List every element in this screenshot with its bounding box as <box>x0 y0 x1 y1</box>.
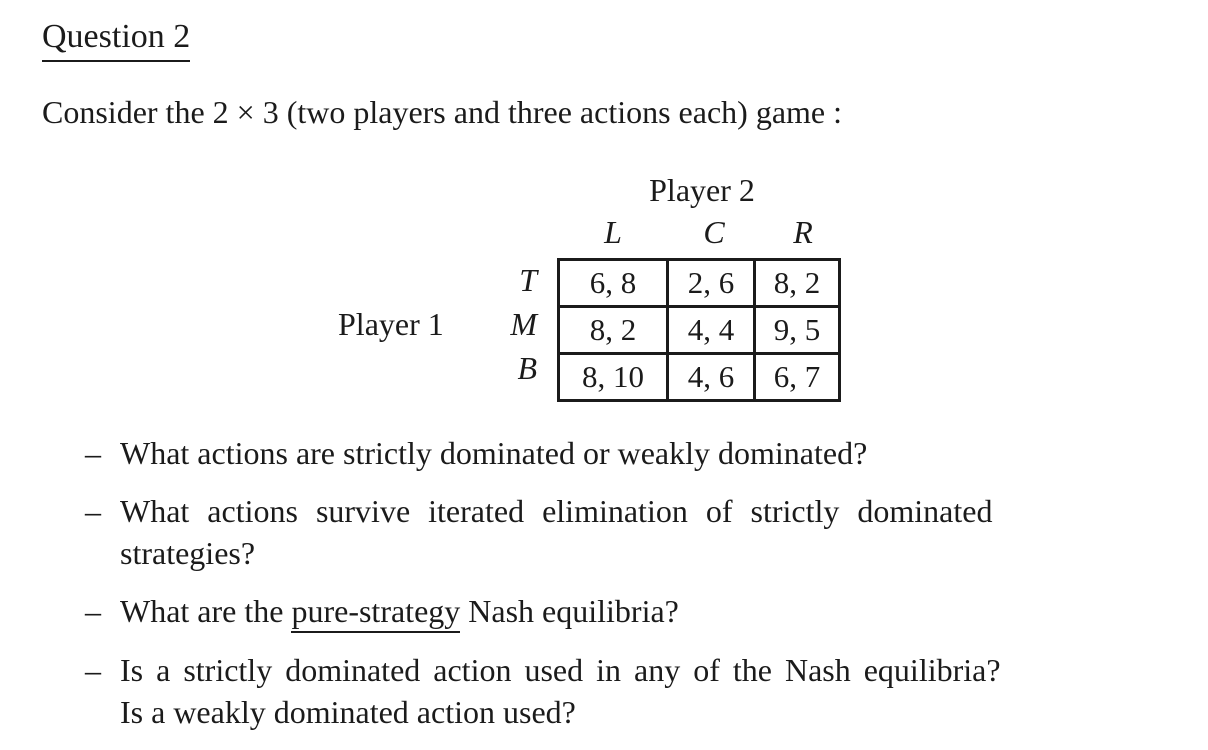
row-header-T: T <box>519 262 537 298</box>
payoff-cell-T-C: 2, 6 <box>666 258 756 308</box>
list-item-text: Is a strictly dominated action used in a… <box>120 649 1160 733</box>
payoff-cell-B-R: 6, 7 <box>753 352 841 402</box>
payoff-cell-M-L: 8, 2 <box>557 305 669 355</box>
page-title: Question 2 <box>42 18 191 62</box>
question-list: – What actions are strictly dominated or… <box>85 432 1160 749</box>
payoff-cell-B-L: 8, 10 <box>557 352 669 402</box>
column-headers: L C R <box>557 214 847 251</box>
list-item-text: What are the pure-strategy Nash equilibr… <box>120 590 1160 633</box>
dash-bullet-icon: – <box>85 493 101 529</box>
player1-label: Player 1 <box>338 306 444 342</box>
list-item-line: Is a strictly dominated action used in a… <box>120 652 1001 688</box>
question-title-text: Question 2 <box>42 18 191 62</box>
list-item-prefix: What are the <box>120 593 292 629</box>
row-header-M: M <box>510 306 537 342</box>
dash-bullet-icon: – <box>85 593 101 629</box>
row-header-B: B <box>517 350 537 386</box>
list-item-iterated-elimination: – What actions survive iterated eliminat… <box>85 490 1160 574</box>
payoff-cell-M-C: 4, 4 <box>666 305 756 355</box>
list-item-line: What actions survive iterated eliminatio… <box>120 493 993 529</box>
payoff-cell-T-L: 6, 8 <box>557 258 669 308</box>
payoff-cell-T-R: 8, 2 <box>753 258 841 308</box>
column-header-R: R <box>793 214 813 250</box>
column-header-C: C <box>703 214 725 250</box>
list-item-line: What actions are strictly dominated or w… <box>120 435 868 471</box>
dash-bullet-icon: – <box>85 652 101 688</box>
row-headers: T M B <box>445 258 537 390</box>
list-item-line: Is a weakly dominated action used? <box>120 694 576 730</box>
payoff-row-T: 6, 8 2, 6 8, 2 <box>557 258 841 308</box>
player2-label: Player 2 <box>649 172 755 208</box>
dash-bullet-icon: – <box>85 435 101 471</box>
payoff-cell-B-C: 4, 6 <box>666 352 756 402</box>
payoff-row-M: 8, 2 4, 4 9, 5 <box>557 305 841 355</box>
list-item-nash-equilibria: – What are the pure-strategy Nash equili… <box>85 590 1160 633</box>
list-item-dominated-in-nash: – Is a strictly dominated action used in… <box>85 649 1160 733</box>
intro-paragraph: Consider the 2 × 3 (two players and thre… <box>42 94 842 130</box>
list-item-dominated: – What actions are strictly dominated or… <box>85 432 1160 474</box>
payoff-cell-M-R: 9, 5 <box>753 305 841 355</box>
list-item-suffix: Nash equilibria? <box>460 593 679 629</box>
column-header-L: L <box>604 214 622 250</box>
list-item-text: What actions are strictly dominated or w… <box>120 432 1160 474</box>
underlined-pure-strategy: pure-strategy <box>291 594 461 633</box>
list-item-line: strategies? <box>120 535 256 571</box>
list-item-text: What actions survive iterated eliminatio… <box>120 490 1160 574</box>
payoff-matrix: 6, 8 2, 6 8, 2 8, 2 4, 4 9, 5 8, 10 4, 6… <box>557 258 841 402</box>
payoff-row-B: 8, 10 4, 6 6, 7 <box>557 352 841 402</box>
